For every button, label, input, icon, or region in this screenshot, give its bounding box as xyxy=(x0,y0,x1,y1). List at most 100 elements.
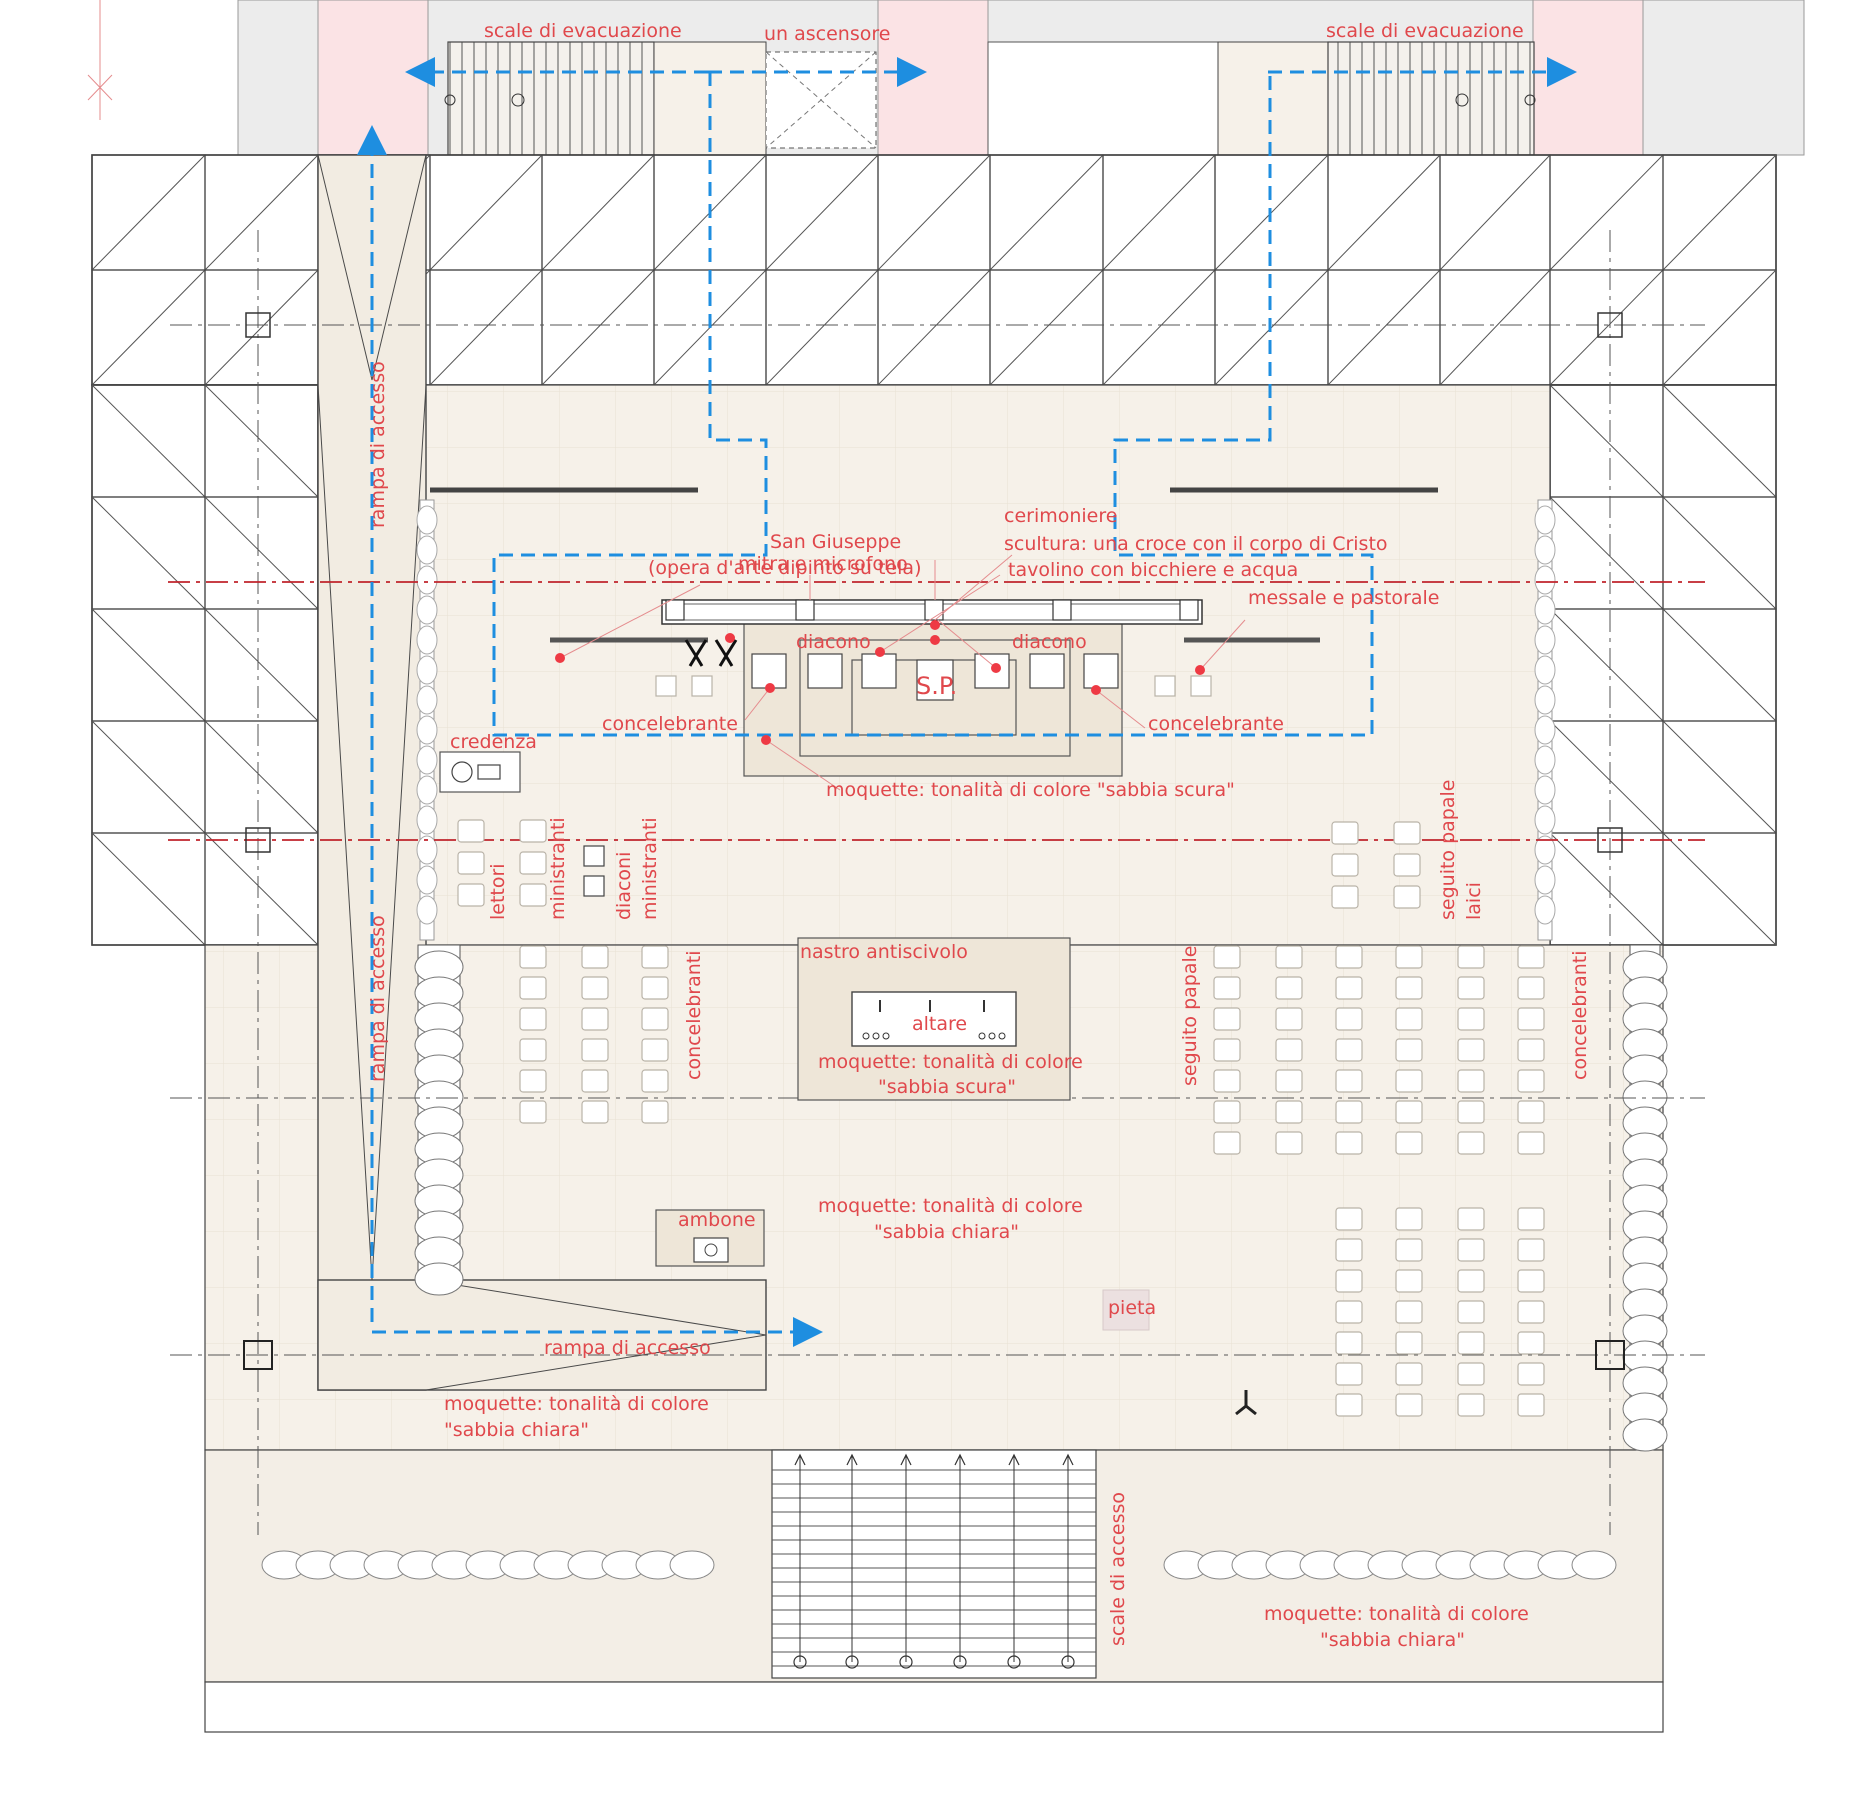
chair xyxy=(1275,1069,1303,1093)
access-ramp-horizontal xyxy=(317,1279,767,1391)
chair xyxy=(1395,1393,1423,1417)
chair xyxy=(1517,1238,1545,1262)
chair xyxy=(1213,976,1241,1000)
label-diacono-left: diacono xyxy=(796,631,871,653)
truss-brace xyxy=(204,720,319,834)
sedile-chair xyxy=(1029,653,1065,689)
chair xyxy=(1395,1331,1423,1355)
hedge-shrub xyxy=(669,1550,715,1580)
chair xyxy=(1517,1007,1545,1031)
label-moquette-chiara-2a: moquette: tonalità di colore xyxy=(444,1393,709,1415)
truss-brace xyxy=(541,154,655,271)
hedge-shrub xyxy=(1534,535,1556,565)
stair-arrow xyxy=(954,1453,966,1466)
chair xyxy=(1517,1269,1545,1293)
truss-brace xyxy=(1549,832,1664,946)
label-concelebranti-left: concelebranti xyxy=(683,950,705,1080)
hedge-shrub xyxy=(416,625,438,655)
hedge-shrub xyxy=(1534,625,1556,655)
stair-arrow xyxy=(900,1453,912,1466)
label-concelebrante-left: concelebrante xyxy=(602,713,738,735)
evacuation-stairs-right xyxy=(1327,41,1535,156)
hedge-shrub xyxy=(416,865,438,895)
truss-brace xyxy=(989,154,1104,271)
sedile-chair xyxy=(974,653,1010,689)
truss-brace xyxy=(1327,269,1441,386)
hedge-shrub xyxy=(416,775,438,805)
evacuation-zone xyxy=(1532,0,1644,156)
label-altare: altare xyxy=(912,1013,967,1035)
chair xyxy=(1213,945,1241,969)
chair xyxy=(1275,1007,1303,1031)
chair xyxy=(1395,1362,1423,1386)
chair xyxy=(1395,1007,1423,1031)
label-ambone: ambone xyxy=(678,1209,756,1231)
chair xyxy=(1517,1300,1545,1324)
chair xyxy=(1457,1007,1485,1031)
hedge-shrub xyxy=(1534,565,1556,595)
truss-brace xyxy=(1549,269,1664,386)
hedges xyxy=(261,499,1668,1580)
chair xyxy=(519,883,547,907)
stair-arrow xyxy=(1008,1453,1020,1466)
chair xyxy=(1395,1069,1423,1093)
chair xyxy=(581,1100,609,1124)
chair xyxy=(1335,1207,1363,1231)
label-diacono-right: diacono xyxy=(1012,631,1087,653)
chair xyxy=(1331,885,1359,909)
chair xyxy=(641,945,669,969)
label-lettori: lettori xyxy=(487,863,509,920)
chair xyxy=(1335,976,1363,1000)
sedile-chair xyxy=(807,653,843,689)
hedge-shrub xyxy=(416,505,438,535)
chair xyxy=(1335,1238,1363,1262)
chair xyxy=(581,1038,609,1062)
chair xyxy=(519,945,547,969)
label-seguito-papale-laici-2: laici xyxy=(1463,882,1485,920)
chair xyxy=(457,851,485,875)
label-diaconi: diaconi xyxy=(613,852,635,920)
truss-brace xyxy=(91,269,206,386)
label-elevator: un ascensore xyxy=(764,23,890,45)
chair xyxy=(1395,1300,1423,1324)
label-nastro: nastro antiscivolo xyxy=(800,941,968,963)
stair-arrow xyxy=(794,1453,806,1466)
chair xyxy=(581,1069,609,1093)
chair xyxy=(1335,945,1363,969)
truss-brace xyxy=(877,269,991,386)
annotation-leaders xyxy=(555,554,1246,791)
evacuation-zone xyxy=(877,0,989,156)
evacuation-stairs-left xyxy=(447,41,655,156)
hedge-shrub xyxy=(1534,685,1556,715)
evacuation-zone xyxy=(317,0,429,156)
truss-brace xyxy=(429,269,543,386)
stair-start-marker xyxy=(953,1655,967,1669)
labels: scale di evacuazione un ascensore scale … xyxy=(367,20,1591,1651)
chair xyxy=(1335,1007,1363,1031)
truss-brace xyxy=(204,608,319,722)
chair xyxy=(1335,1300,1363,1324)
truss-brace xyxy=(429,154,543,271)
truss-brace xyxy=(1662,608,1777,722)
chair xyxy=(1457,1300,1485,1324)
chair xyxy=(1517,1393,1545,1417)
hedge-shrub xyxy=(1534,775,1556,805)
label-opera-arte: (opera d'arte dipinto su tela) xyxy=(648,557,922,579)
chair xyxy=(1335,1362,1363,1386)
truss-brace xyxy=(765,154,879,271)
chair xyxy=(1395,1238,1423,1262)
label-ministranti-1: ministranti xyxy=(547,817,569,920)
label-moquette-chiara-2b: "sabbia chiara" xyxy=(444,1419,589,1441)
chair xyxy=(1275,945,1303,969)
chair xyxy=(1517,945,1545,969)
chair xyxy=(1275,1131,1303,1155)
chair xyxy=(581,1007,609,1031)
hedge-shrub xyxy=(1534,655,1556,685)
label-moquette-chiara-1b: "sabbia chiara" xyxy=(874,1221,1019,1243)
access-stairs xyxy=(771,1449,1097,1679)
label-concelebrante-right: concelebrante xyxy=(1148,713,1284,735)
label-san-giuseppe: San Giuseppe xyxy=(770,531,901,553)
tripod-icon xyxy=(1235,1390,1257,1416)
chair xyxy=(1213,1100,1241,1124)
hedge-shrub xyxy=(1571,1550,1617,1580)
